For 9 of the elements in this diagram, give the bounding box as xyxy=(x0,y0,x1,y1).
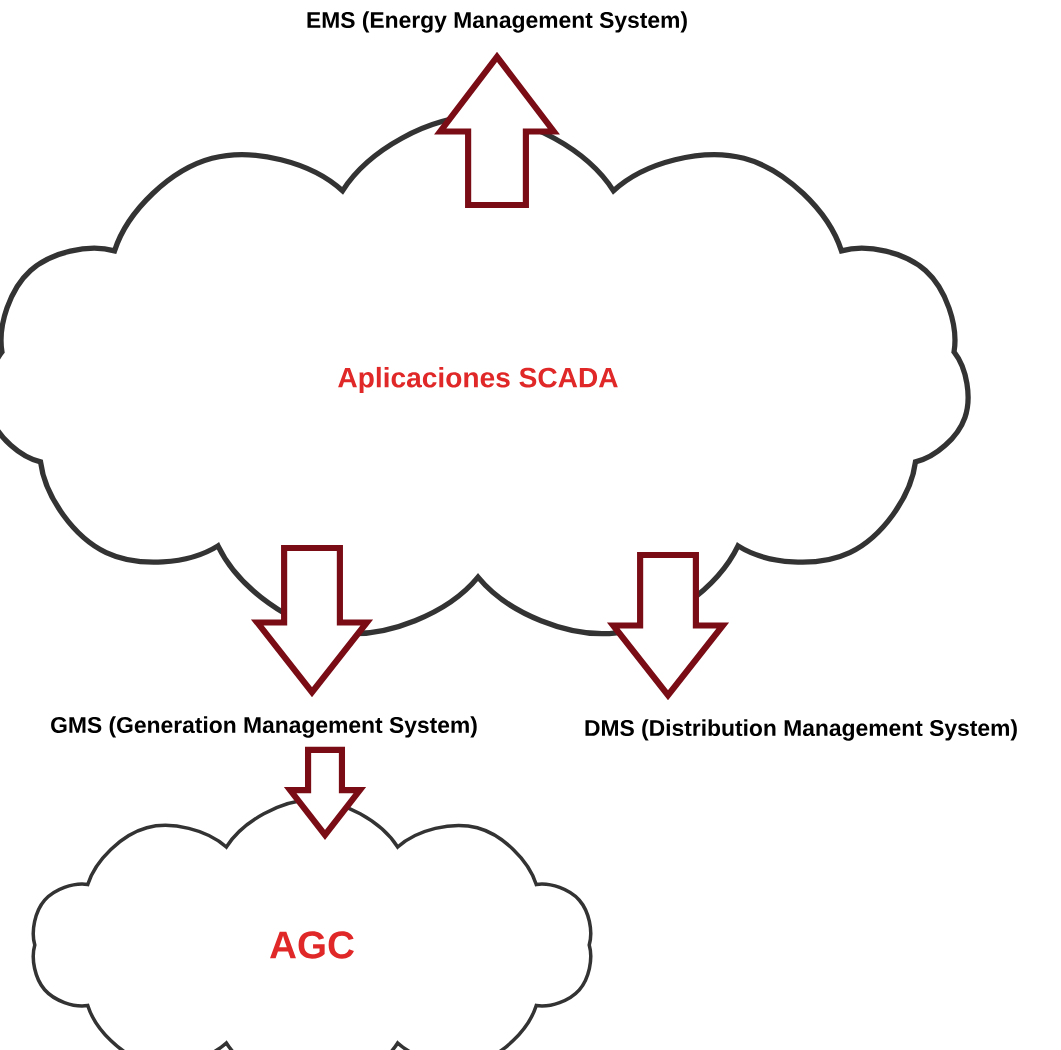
cloud: AGC xyxy=(31,798,593,1050)
cloud: Aplicaciones SCADA xyxy=(0,113,971,637)
system-label: EMS (Energy Management System) xyxy=(307,11,687,33)
block-arrow xyxy=(283,746,367,840)
block-arrow xyxy=(250,544,374,698)
block-arrow xyxy=(606,551,730,701)
block-arrow xyxy=(434,51,560,209)
system-label: GMS (Generation Management System) xyxy=(51,716,477,738)
system-label: DMS (Distribution Management System) xyxy=(585,719,1017,741)
